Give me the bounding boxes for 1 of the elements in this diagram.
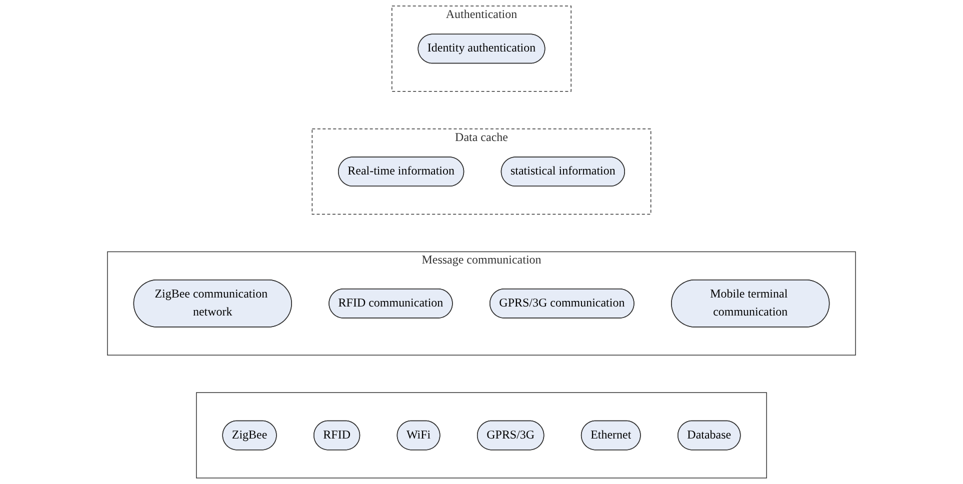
cluster [196,392,767,478]
